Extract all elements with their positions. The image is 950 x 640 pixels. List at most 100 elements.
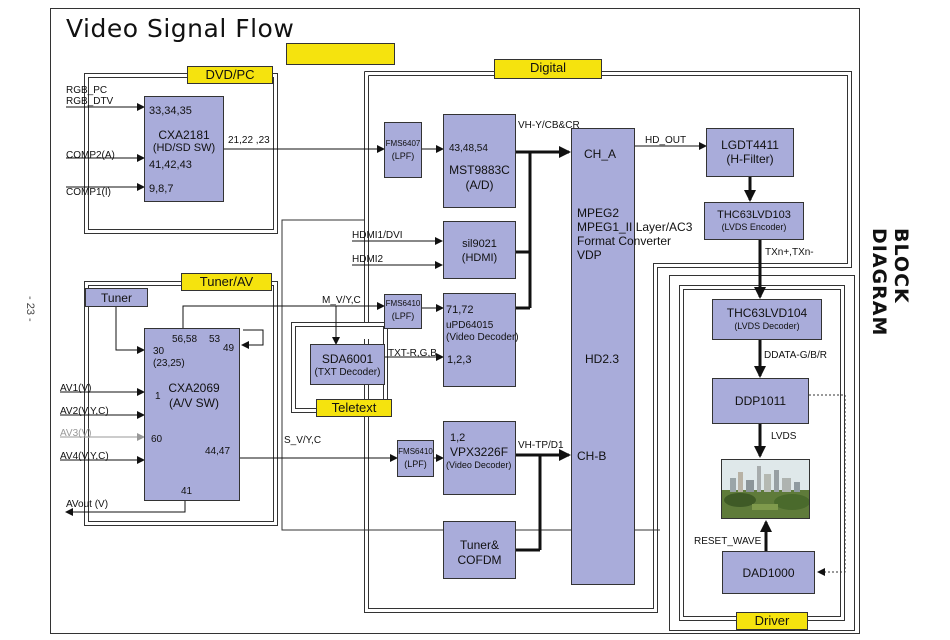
cxa2181-sub: (HD/SD SW) [152, 142, 216, 154]
fms6407-name: FMS6407 [385, 139, 421, 148]
input-label-comp1: COMP1(I) [66, 187, 111, 198]
input-label-hdmi2: HDMI2 [352, 254, 384, 265]
block-tuner: Tuner [85, 288, 148, 307]
fms6410-top-sub: (LPF) [391, 311, 415, 321]
cxa2069-pin-49: 49 [223, 343, 235, 354]
mpeg-hd23: HD2.3 [585, 352, 620, 366]
block-sil9021: sil9021 (HDMI) [443, 221, 516, 279]
mpeg-line-3: Format Converter [577, 234, 672, 248]
cxa2181-pins-b: 41,42,43 [149, 159, 192, 171]
upd64015-sub: (Video Decoder) [446, 332, 519, 343]
input-label-av2: AV2(V,Y,C) [60, 406, 109, 417]
block-mpeg-format-converter: CH_A MPEG2 MPEG1_II Layer/AC3 Format Con… [571, 128, 692, 585]
section-tag-teletext: Teletext [316, 399, 392, 417]
section-tag-digital: Digital [494, 59, 602, 79]
thc104-name: THC63LVD104 [726, 306, 808, 320]
cxa2181-pins-out: 21,22 ,23 [228, 135, 270, 146]
cxa2069-name: CXA2069 [168, 381, 220, 395]
block-thc63lvd104: THC63LVD104 (LVDS Decoder) [712, 299, 822, 340]
block-cxa2181: 33,34,35 CXA2181 (HD/SD SW) 41,42,43 9,8… [144, 96, 224, 202]
fms6410-top-name: FMS6410 [385, 299, 421, 308]
input-label-av1: AV1(V) [60, 383, 92, 394]
cxa2069-pin-4447: 44,47 [205, 446, 231, 457]
block-lgdt4411: LGDT4411 (H-Filter) [706, 128, 794, 177]
thc104-sub: (LVDS Decoder) [734, 321, 800, 331]
block-cxa2069: 56,58 53 49 30 (23,25) CXA2069 (A/V SW) … [144, 328, 240, 501]
block-dad1000: DAD1000 [722, 551, 815, 594]
cxa2069-pin-1: 1 [155, 391, 161, 402]
block-sda6001: SDA6001 (TXT Decoder) [310, 344, 385, 385]
thc103-sub: (LVDS Encoder) [721, 222, 787, 232]
upd64015-pins-b: 1,2,3 [447, 354, 472, 366]
display-city-picture [722, 460, 810, 518]
signal-hd-out: HD_OUT [645, 135, 687, 146]
block-upd64015: 71,72 uPD64015 (Video Decoder) 1,2,3 [443, 293, 519, 387]
signal-m-v: M_V/Y,C [322, 295, 361, 306]
vpx3226f-sub: (Video Decoder) [446, 460, 512, 470]
lgdt4411-sub: (H-Filter) [726, 152, 774, 166]
output-label-avout: AVout (V) [66, 499, 109, 510]
lgdt4411-name: LGDT4411 [721, 138, 779, 152]
vpx3226f-pins: 1,2 [450, 432, 466, 444]
signal-vh-tp: VH-TP/D1 [518, 440, 564, 451]
tuner-cofdm-name: Tuner& [460, 538, 499, 552]
mpeg-line-4: VDP [577, 248, 602, 262]
block-fms6410-bottom: FMS6410 (LPF) [397, 440, 434, 477]
cxa2069-sub: (A/V SW) [169, 396, 219, 410]
block-tuner-cofdm: Tuner& COFDM [443, 521, 516, 579]
input-label-rgb-pc: RGB_PC [66, 85, 108, 96]
cxa2069-pin-53: 53 [209, 334, 221, 345]
cxa2069-pins-top: 56,58 [172, 334, 198, 345]
cxa2181-pins-c: 9,8,7 [149, 183, 174, 195]
side-title: BLOCK DIAGRAM [868, 228, 912, 408]
thc103-name: THC63LVD103 [717, 209, 791, 221]
signal-txt-rgb: TXT-R,G,B [388, 348, 437, 359]
top-center-tag [286, 43, 395, 65]
page-title: Video Signal Flow [66, 14, 295, 43]
fms6410-bottom-name: FMS6410 [398, 447, 433, 456]
side-title-text: BLOCK DIAGRAM [868, 228, 912, 337]
mst9883c-name: MST9883C [449, 163, 510, 177]
input-label-comp2: COMP2(A) [66, 150, 115, 161]
signal-lvds: LVDS [771, 431, 797, 442]
page-number: - 23 - [24, 296, 36, 322]
mpeg-ch-b: CH-B [577, 449, 607, 463]
mst9883c-sub: (A/D) [465, 178, 494, 192]
sil9021-name: sil9021 [462, 238, 497, 250]
ddp1011-name: DDP1011 [734, 394, 787, 408]
block-ddp1011: DDP1011 [712, 378, 809, 424]
section-tag-driver: Driver [736, 612, 808, 630]
tuner-cofdm-sub: COFDM [457, 553, 502, 567]
fms6407-sub: (LPF) [391, 151, 415, 161]
sda6001-sub: (TXT Decoder) [314, 367, 381, 378]
block-fms6407: FMS6407 (LPF) [384, 122, 422, 178]
sil9021-sub: (HDMI) [461, 252, 498, 264]
signal-reset-wave: RESET_WAVE [694, 536, 762, 547]
signal-txn: TXn+,TXn- [765, 247, 814, 258]
cxa2181-name: CXA2181 [158, 128, 210, 142]
block-thc63lvd103: THC63LVD103 (LVDS Encoder) [704, 202, 804, 240]
input-label-av4: AV4(V,Y,C) [60, 451, 109, 462]
fms6410-bottom-sub: (LPF) [404, 459, 427, 469]
input-label-av3: AV3(V) [60, 428, 92, 439]
cxa2069-pin-2325: (23,25) [153, 358, 185, 369]
display-panel-image [721, 459, 810, 519]
dad1000-name: DAD1000 [742, 566, 795, 580]
vpx3226f-name: VPX3226F [450, 445, 509, 459]
block-mst9883c: 43,48,54 MST9883C (A/D) [443, 114, 516, 208]
mpeg-ch-a: CH_A [584, 147, 617, 161]
mpeg-line-2: MPEG1_II Layer/AC3 [577, 220, 693, 234]
signal-ddata: DDATA-G/B/R [764, 350, 827, 361]
input-label-hdmi1: HDMI1/DVI [352, 230, 403, 241]
block-vpx3226f: 1,2 VPX3226F (Video Decoder) [443, 421, 516, 495]
cxa2181-pins-a: 33,34,35 [149, 105, 192, 117]
upd64015-pins-a: 71,72 [446, 304, 474, 316]
signal-vh-y: VH-Y/CB&CR [518, 120, 580, 131]
upd64015-name: uPD64015 [446, 320, 494, 331]
section-tag-tuner-av: Tuner/AV [181, 273, 272, 291]
block-fms6410-top: FMS6410 (LPF) [384, 294, 422, 329]
sda6001-name: SDA6001 [321, 352, 374, 366]
mst9883c-pins: 43,48,54 [449, 143, 488, 154]
cxa2069-pin-30: 30 [153, 346, 165, 357]
